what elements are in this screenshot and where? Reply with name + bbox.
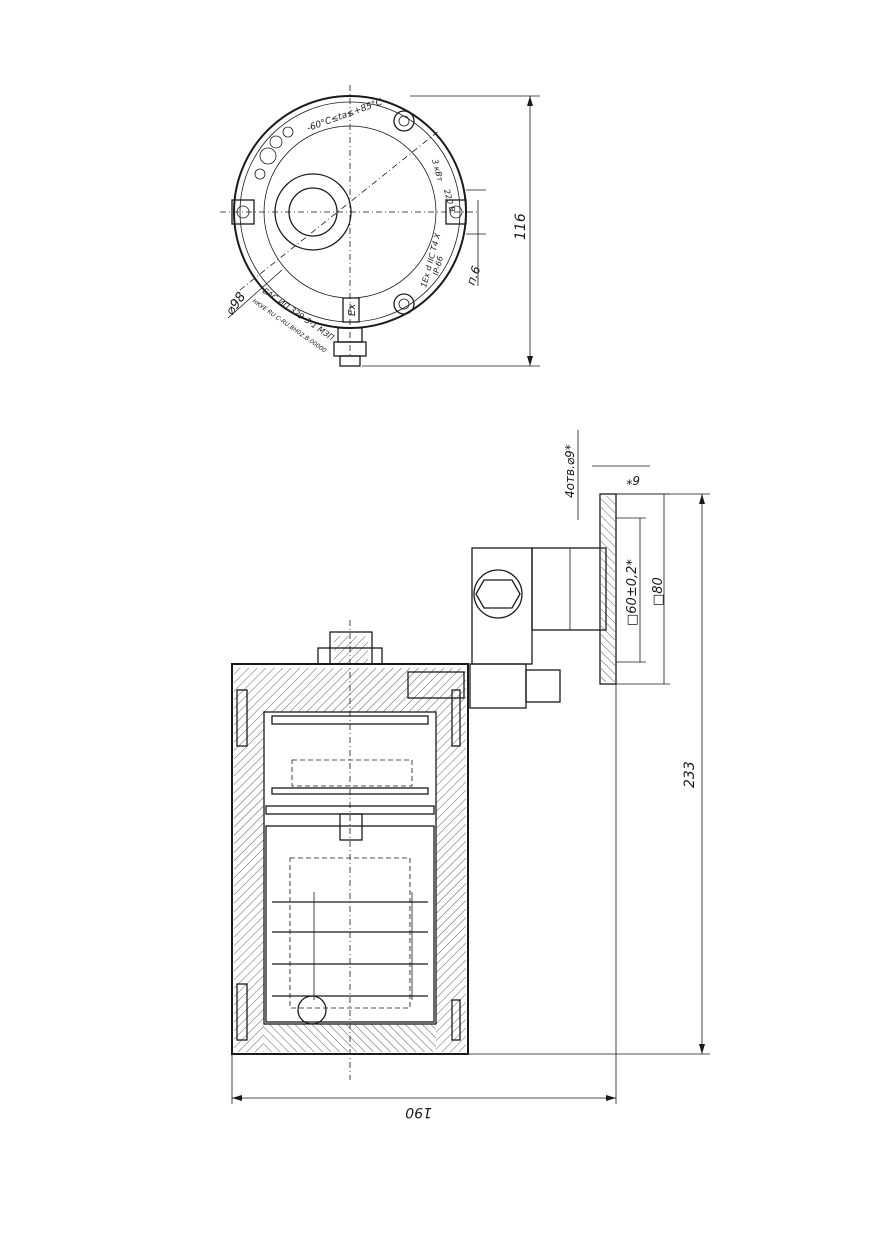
callout-p6: п.6 [464,189,486,287]
dimension-190: 190 [231,684,617,1120]
side-view: 190 233 □80 □60±0,2* 4отв.⌀9* [231,430,710,1120]
svg-text:□80: □80 [651,577,666,606]
screw-top-right [393,110,415,132]
dimension-116: 116 [362,95,540,367]
dimension-233: 233 [468,493,710,1055]
dimension-thickness: 6* [626,473,640,487]
temperature-rating: -60°C≤ta≤+85°C [306,97,385,134]
top-view: Ex -60°C≤ta≤+85°C 1Ex d IIC T4 X IP-66 2… [220,85,540,367]
svg-text:4отв.⌀9*: 4отв.⌀9* [563,444,577,498]
dimension-diameter: ⌀98 [223,290,249,319]
svg-text:□60±0,2*: □60±0,2* [625,559,640,626]
screw-bottom-right [393,293,415,315]
central-boss [274,173,352,251]
top-fitting [317,631,383,665]
cable-gland [333,327,367,367]
certification-marks [254,126,294,180]
side-fitting [407,547,607,709]
dimension-holes: 4отв.⌀9* 6* [563,430,650,520]
svg-text:116: 116 [513,213,529,240]
ex-mark: Ex [347,304,358,316]
rating-right-3: 220 В [442,188,457,213]
rating-right-4: 3 кВт [430,158,445,183]
svg-text:190: 190 [405,1104,432,1120]
screw-right [445,199,467,225]
dimension-square-80: □80 [616,493,670,685]
svg-text:233: 233 [682,761,698,788]
screw-left [231,199,255,225]
dimension-pitch-60: □60±0,2* [616,517,646,663]
svg-text:п.6: п.6 [464,264,484,287]
mounting-flange [599,493,617,685]
